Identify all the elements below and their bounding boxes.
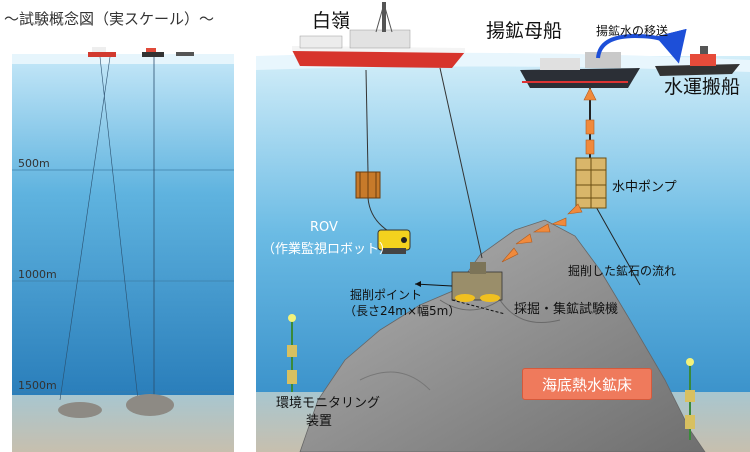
mining-point-label: 掘削ポイント xyxy=(350,288,423,302)
depth-mark-500: 500m xyxy=(18,157,50,170)
rov-icon xyxy=(377,229,411,254)
pump-label: 水中ポンプ xyxy=(612,180,677,195)
ore-flow-label: 掘削した鉱石の流れ xyxy=(568,264,677,278)
left-sea-panel xyxy=(12,47,234,452)
depth-mark-1000: 1000m xyxy=(18,268,57,281)
deposit-badge: 海底熱水鉱床 xyxy=(522,368,652,400)
transfer-arrow-icon xyxy=(596,28,687,64)
ship-mother-icon xyxy=(520,52,640,88)
ship-hakurei-icon xyxy=(292,2,465,68)
left-panel-title: ～試験概念図（実スケール）～ xyxy=(4,10,215,28)
rov-label: ROV xyxy=(310,220,338,235)
rov-sublabel: （作業監視ロボット） xyxy=(262,242,393,257)
transfer-label: 揚鉱水の移送 xyxy=(596,24,669,38)
mining-point-size: （長さ24m×幅5m） xyxy=(344,304,461,318)
monitor-label: 環境モニタリング xyxy=(276,396,381,411)
monitor-sublabel: 装置 xyxy=(306,414,333,429)
monitoring-buoy-icon xyxy=(287,314,695,440)
ship-transport-icon xyxy=(655,46,740,76)
ship-transport-label: 水運搬船 xyxy=(664,76,741,98)
right-sea-panel xyxy=(256,52,750,452)
ore-flow-path xyxy=(501,87,597,263)
pump-icon xyxy=(575,157,607,209)
mining-machine-icon xyxy=(451,262,503,302)
depth-mark-1500: 1500m xyxy=(18,379,57,392)
mining-machine-label: 採掘・集鉱試験機 xyxy=(514,302,619,317)
ship-mother-label: 揚鉱母船 xyxy=(486,20,563,42)
ship-icon xyxy=(88,47,194,57)
ship-hakurei-label: 白嶺 xyxy=(312,10,351,32)
